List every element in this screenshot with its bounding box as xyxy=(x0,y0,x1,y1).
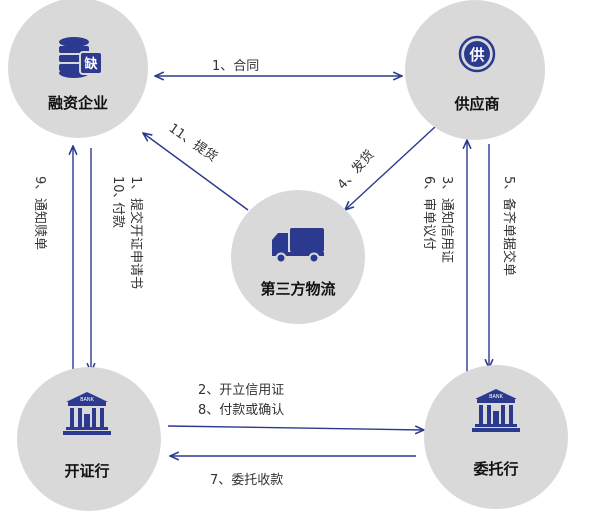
entrusted-bank-badge: BANK xyxy=(489,394,504,400)
label-prepare-docs: 5、备齐单据交单 xyxy=(501,176,517,276)
edges xyxy=(73,76,489,456)
bank-icon: BANK xyxy=(63,392,111,435)
edge-open-lc xyxy=(167,426,424,430)
node-supplier: 供 供应商 xyxy=(405,0,545,140)
label-notify-redeem: 9、通知赎单 xyxy=(32,176,48,250)
label-notify-lc: 3、通知信用证 xyxy=(439,176,455,263)
edge-ship xyxy=(345,125,437,210)
node-entrusted-bank: BANK 委托行 xyxy=(424,365,568,509)
label-pickup: 11、提货 xyxy=(166,120,221,165)
logistics-label: 第三方物流 xyxy=(260,280,335,298)
label-apply-lc: 1、提交开证申请书 xyxy=(128,176,144,289)
supplier-badge: 供 xyxy=(468,46,484,64)
label-collection: 7、委托收款 xyxy=(210,473,283,488)
label-pay-confirm: 8、付款或确认 xyxy=(198,403,284,418)
node-issuing-bank: BANK 开证行 xyxy=(17,367,161,511)
issuing-bank-label: 开证行 xyxy=(64,462,109,480)
node-logistics: 第三方物流 xyxy=(231,190,365,324)
bank-icon: BANK xyxy=(472,389,520,432)
label-contract: 1、合同 xyxy=(212,59,259,74)
node-enterprise: 缺 融资企业 xyxy=(8,0,148,138)
issuing-bank-badge: BANK xyxy=(80,397,95,403)
label-review-docs: 6、审单议付 xyxy=(421,176,436,250)
enterprise-label: 融资企业 xyxy=(48,94,108,112)
enterprise-badge: 缺 xyxy=(83,56,98,72)
supplier-seal-icon: 供 xyxy=(458,35,496,73)
edge-pickup xyxy=(143,133,249,211)
label-payment: 10、付款 xyxy=(110,176,125,228)
entrusted-bank-label: 委托行 xyxy=(473,460,518,478)
truck-icon xyxy=(272,228,324,264)
database-icon: 缺 xyxy=(59,37,103,78)
supplier-label: 供应商 xyxy=(453,95,499,113)
label-open-lc: 2、开立信用证 xyxy=(198,383,284,398)
